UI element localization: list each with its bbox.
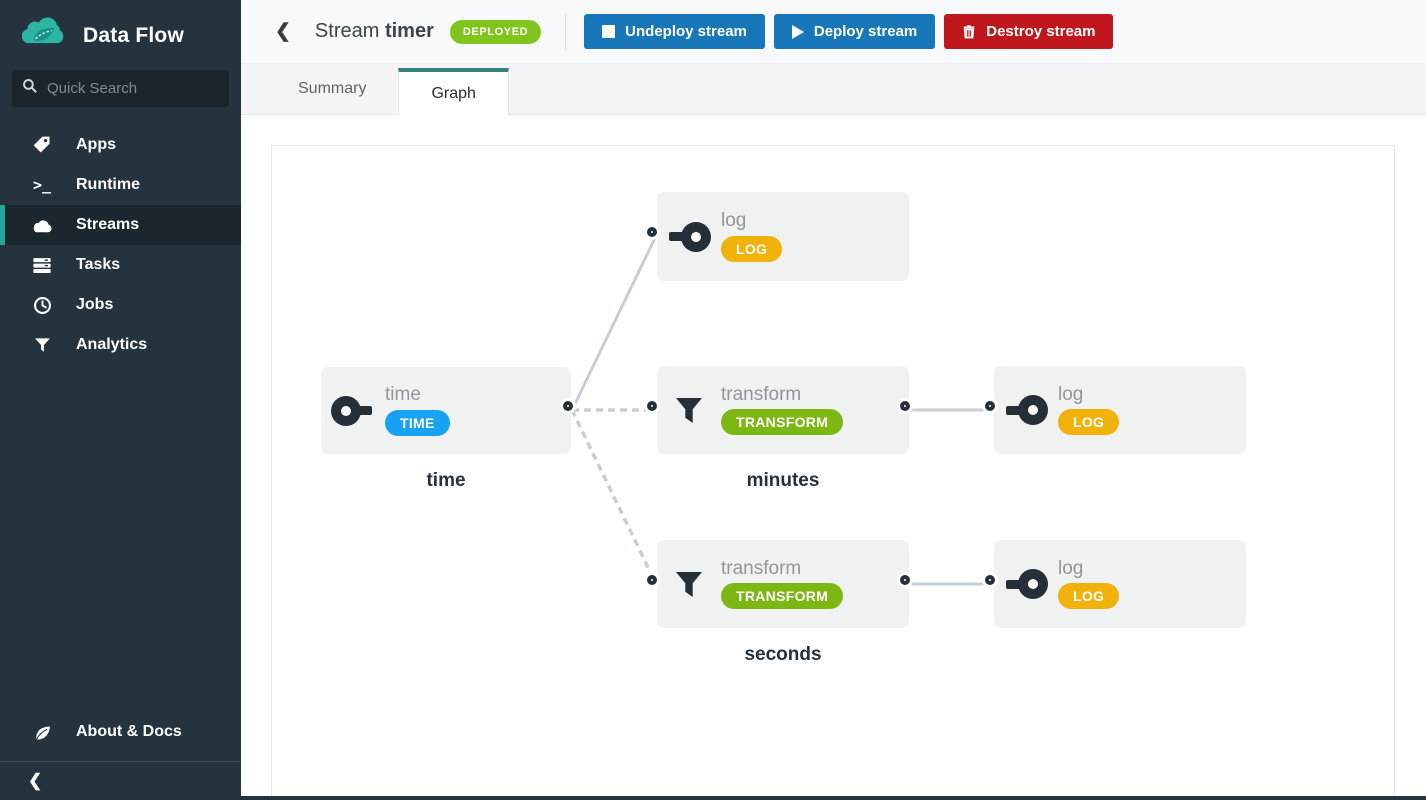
node-title: time	[385, 384, 421, 406]
node-type-badge: TIME	[385, 409, 450, 436]
input-port[interactable]	[647, 575, 657, 585]
node-type-badge: LOG	[721, 235, 783, 262]
main-area: ❮ Stream timer DEPLOYED Undeploy stream D…	[241, 0, 1426, 800]
status-badge: DEPLOYED	[449, 19, 542, 44]
stop-icon	[602, 25, 616, 38]
input-port[interactable]	[985, 575, 995, 585]
header-divider	[565, 13, 567, 50]
input-port[interactable]	[985, 401, 995, 411]
spring-logo-icon	[21, 16, 70, 57]
app-logo[interactable]: Data Flow	[0, 0, 241, 58]
tab-summary[interactable]: Summary	[298, 80, 367, 97]
quick-search-box[interactable]	[12, 70, 229, 107]
sidebar-item-label: Apps	[76, 136, 116, 153]
sidebar-item-about-docs[interactable]: About & Docs	[0, 711, 241, 753]
sidebar: Data Flow Apps>_RuntimeStreamsTasksJobsA…	[0, 0, 241, 800]
sidebar-item-label: About & Docs	[76, 723, 182, 740]
sidebar-item-label: Tasks	[76, 256, 121, 273]
node-type-badge: TRANSFORM	[721, 409, 844, 436]
sidebar-collapse-button[interactable]: ❮	[0, 762, 241, 800]
node-type-badge: LOG	[1058, 409, 1120, 436]
output-port[interactable]	[563, 401, 573, 411]
sink-module-icon	[994, 395, 1058, 425]
node-title: log	[1058, 383, 1084, 405]
output-port[interactable]	[900, 401, 910, 411]
output-port[interactable]	[900, 575, 910, 585]
sink-module-icon	[994, 569, 1058, 599]
page-title: Stream timer	[314, 20, 434, 42]
tag-icon	[30, 135, 54, 155]
button-label: Deploy stream	[813, 23, 918, 40]
play-icon	[791, 24, 804, 39]
input-port[interactable]	[647, 227, 657, 237]
button-label: Destroy stream	[986, 23, 1096, 40]
undeploy-stream-button[interactable]: Undeploy stream	[584, 14, 765, 49]
sidebar-footer: About & Docs ❮	[0, 711, 241, 800]
stream-name-label: minutes	[746, 470, 820, 491]
sidebar-item-tasks[interactable]: Tasks	[0, 245, 241, 285]
header-buttons: Undeploy stream Deploy stream Destroy stre…	[584, 14, 1122, 49]
leaf-icon	[30, 723, 54, 742]
edges-layer	[570, 235, 994, 586]
search-icon	[22, 78, 38, 99]
trash-icon	[962, 24, 976, 40]
stream-name-label: seconds	[744, 644, 822, 665]
stream-name-label: time	[426, 470, 466, 491]
funnel-icon	[657, 397, 721, 424]
stream-header: ❮ Stream timer DEPLOYED Undeploy stream D…	[241, 0, 1426, 63]
tab-bar: Summary Graph	[241, 63, 1426, 115]
sidebar-item-label: Runtime	[76, 176, 140, 193]
funnel-icon	[657, 571, 721, 598]
node-title: transform	[721, 557, 802, 579]
sidebar-item-jobs[interactable]: Jobs	[0, 285, 241, 325]
bottom-strip	[0, 796, 1426, 800]
clock-icon	[30, 296, 54, 315]
input-port[interactable]	[647, 401, 657, 411]
sidebar-item-label: Analytics	[76, 336, 148, 353]
sidebar-item-streams[interactable]: Streams	[0, 205, 241, 245]
chevron-left-icon: ❮	[28, 771, 43, 790]
node-title: transform	[721, 383, 802, 405]
sidebar-divider	[0, 761, 241, 762]
stream-edge-dashed	[570, 409, 658, 585]
sidebar-item-apps[interactable]: Apps	[0, 125, 241, 165]
button-label: Undeploy stream	[625, 23, 747, 40]
stream-edge-solid	[570, 235, 658, 411]
source-module-icon	[321, 395, 385, 426]
sidebar-item-analytics[interactable]: Analytics	[0, 325, 241, 365]
tab-graph[interactable]: Graph	[398, 68, 509, 115]
node-title: log	[1058, 557, 1084, 579]
sidebar-item-runtime[interactable]: >_ Runtime	[0, 165, 241, 205]
terminal-icon: >_	[32, 176, 52, 194]
cloud-icon	[30, 216, 54, 234]
deploy-stream-button[interactable]: Deploy stream	[773, 14, 936, 49]
destroy-stream-button[interactable]: Destroy stream	[944, 14, 1114, 49]
search-input[interactable]	[47, 80, 219, 97]
sidebar-item-label: Streams	[76, 216, 140, 233]
node-title: log	[721, 210, 747, 232]
app-title: Data Flow	[83, 24, 184, 47]
funnel-icon	[30, 337, 54, 354]
list-icon	[30, 256, 54, 275]
back-button[interactable]: ❮	[275, 21, 291, 42]
node-type-badge: LOG	[1058, 583, 1120, 610]
node-type-badge: TRANSFORM	[721, 583, 844, 610]
sink-module-icon	[657, 221, 721, 252]
sidebar-item-label: Jobs	[76, 296, 114, 313]
